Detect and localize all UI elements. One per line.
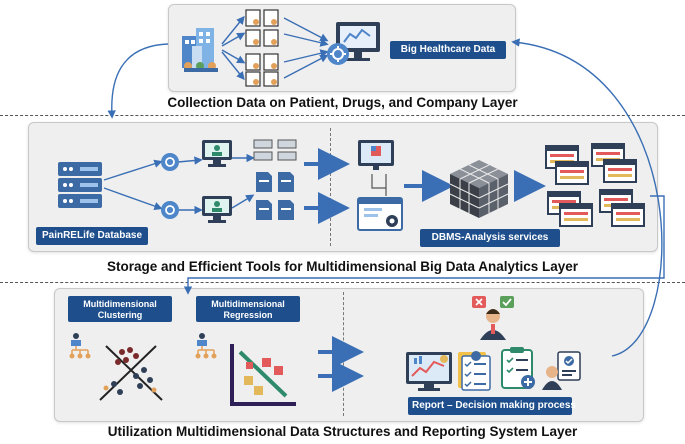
person-icon [472,296,514,340]
gear-icon [161,201,179,219]
layer-separator-bottom [0,282,685,283]
hierarchy-icon [69,333,91,359]
computer-analysis-icon [357,197,403,231]
person-icon [542,351,581,390]
cube-icon [449,160,509,218]
report-decision-tag: Report – Decision making process [408,397,576,415]
hospital-icon [182,28,218,72]
computer-analysis-icon [327,22,380,65]
monitor-person-icon [202,196,232,223]
scatter-icon [99,345,163,401]
painrelife-database-tag: PainRELife Database [36,227,148,245]
spreadsheet-icon [545,143,645,227]
storage-layer-caption: Storage and Efficient Tools for Multidim… [106,259,579,274]
regression-icon [230,344,296,406]
big-healthcare-data-tag: Big Healthcare Data [390,41,506,59]
monitor-person-icon [202,140,232,167]
checklist-icon [458,351,491,391]
documents-icon [253,139,297,220]
multidimensional-clustering-tag: Multidimensional Clustering [68,296,172,322]
gear-icon [161,153,179,171]
monitor-person-icon [358,140,394,170]
dbms-analysis-tag: DBMS-Analysis services [420,229,560,247]
utilization-layer-caption: Utilization Multidimensional Data Struct… [107,424,578,439]
checklist-icon [501,347,535,389]
hierarchy-icon [195,333,217,359]
collection-layer-caption: Collection Data on Patient, Drugs, and C… [167,95,518,110]
document-person-icon [245,9,279,87]
layer-separator-top [0,115,685,116]
dashboard-icon [406,352,452,391]
storage-divider [330,128,331,246]
multidimensional-regression-tag: Multidimensional Regression [196,296,300,322]
server-icon [58,162,102,208]
